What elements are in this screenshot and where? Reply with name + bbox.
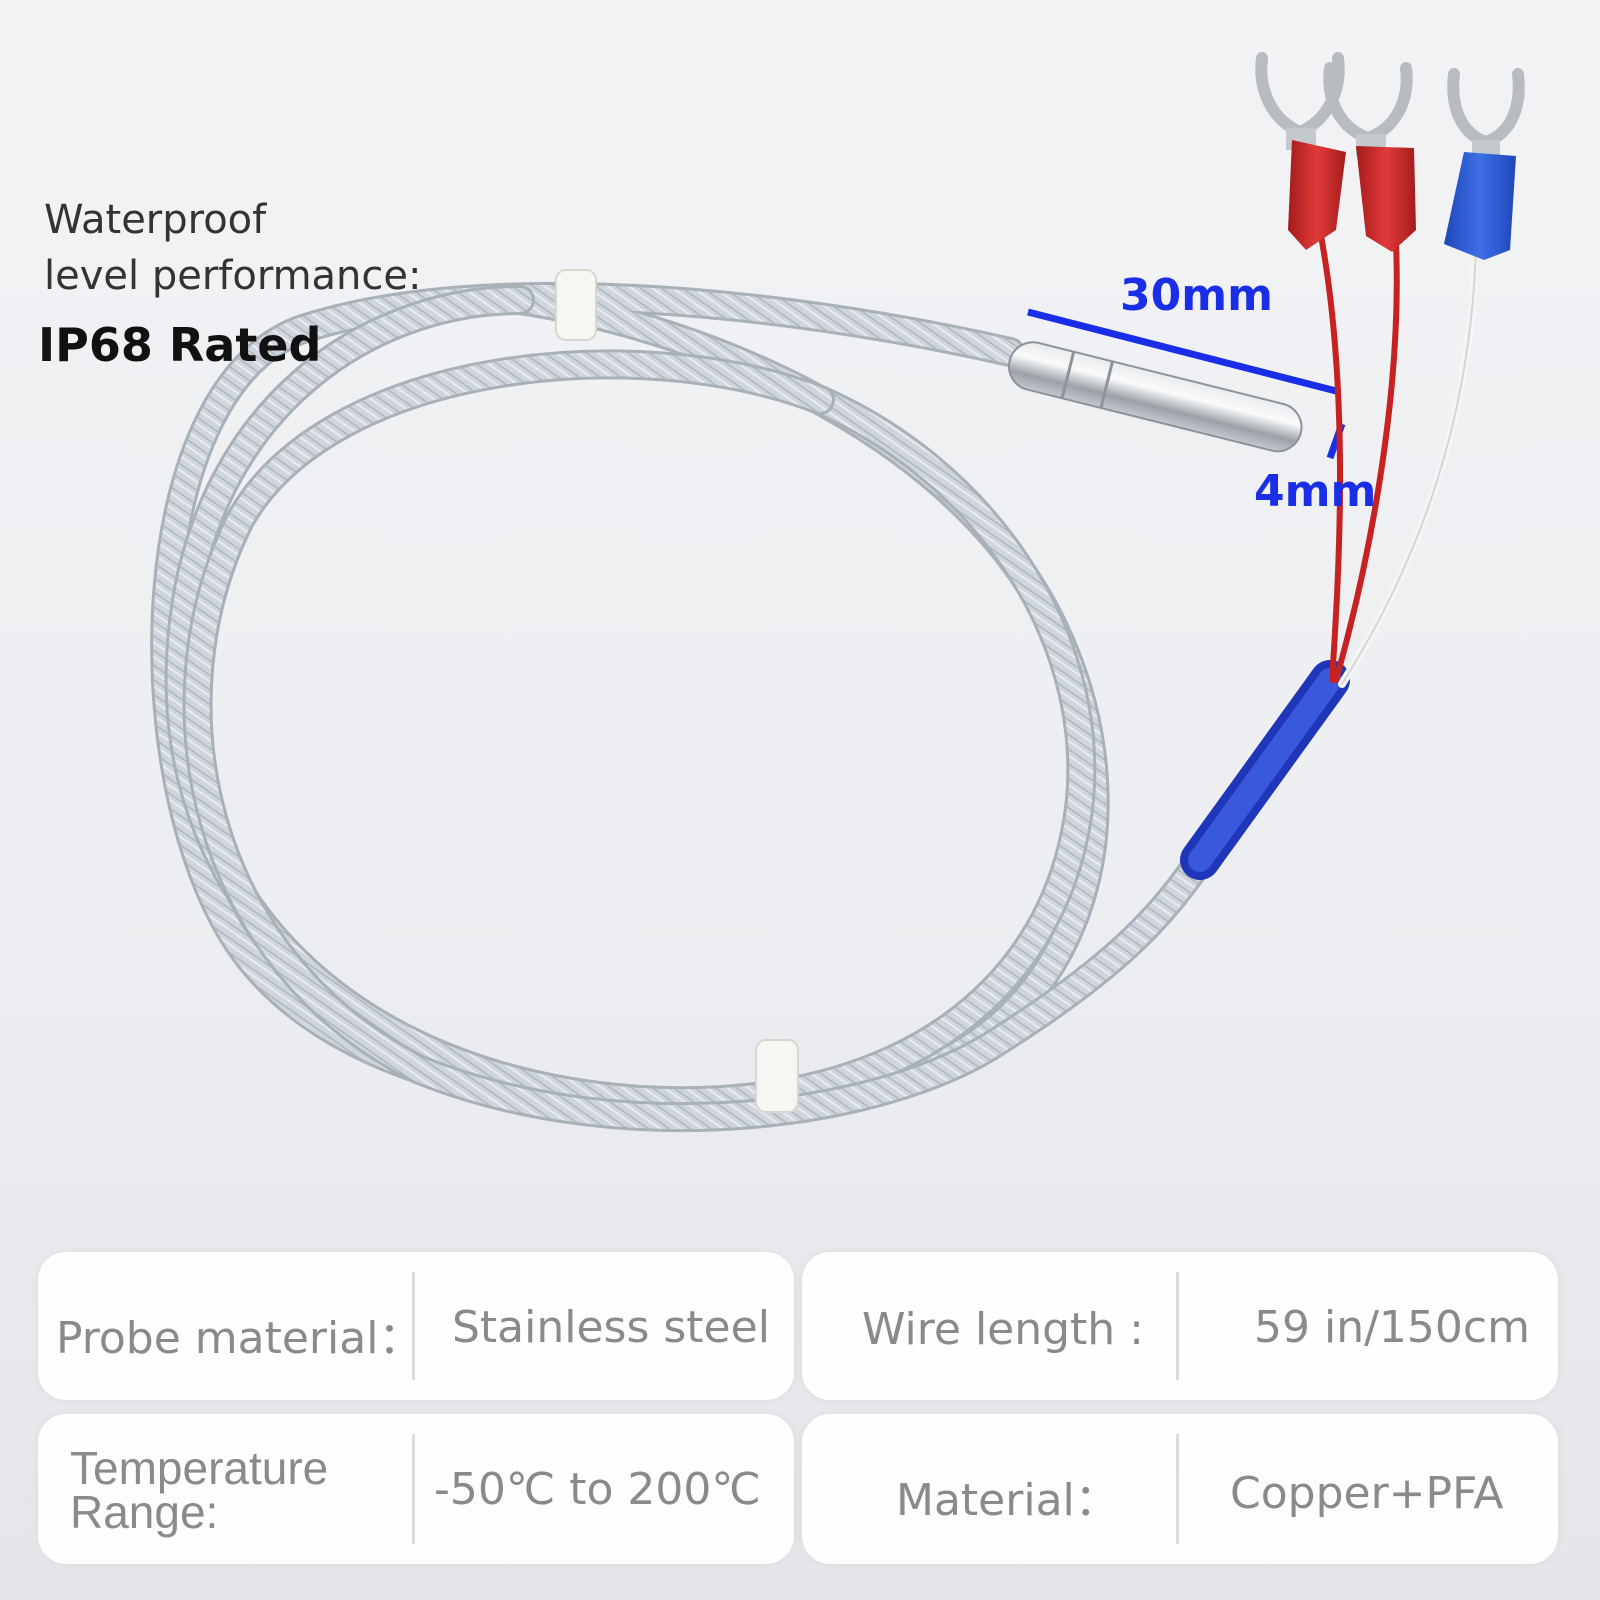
spec-card-material: Material： Copper+PFA — [802, 1414, 1558, 1564]
spec-divider — [412, 1272, 415, 1380]
spec-label: Material： — [896, 1475, 1119, 1526]
cable-tie-bottom — [755, 1039, 799, 1113]
cable-tie-top — [555, 269, 597, 341]
waterproof-text: Waterproof level performance: — [44, 192, 504, 304]
waterproof-line-1: Waterproof — [44, 197, 267, 243]
spec-divider — [1176, 1272, 1179, 1380]
red-fork-terminal-2 — [1323, 62, 1416, 252]
lead-wires — [1315, 217, 1480, 688]
spec-card-wire-length: Wire length : 59 in/150cm — [802, 1252, 1558, 1400]
dimension-label-length: 30mm — [1120, 270, 1273, 321]
spec-label: Probe material： — [56, 1313, 423, 1364]
blue-sleeve — [1180, 660, 1350, 880]
spec-label: Temperature Range: — [70, 1442, 329, 1538]
waterproof-line-2: level performance: — [44, 253, 422, 299]
blue-fork-terminal — [1444, 68, 1525, 260]
spec-card-temperature-range: Temperature Range: -50℃ to 200℃ — [38, 1414, 794, 1564]
spec-value: Copper+PFA — [1230, 1468, 1504, 1519]
dimension-line-30mm — [1027, 308, 1341, 396]
braided-cable-coil — [150, 281, 1215, 1133]
spec-card-probe-material: Probe material： Stainless steel — [38, 1252, 794, 1400]
stainless-probe — [1007, 341, 1303, 453]
spec-value: 59 in/150cm — [1254, 1302, 1530, 1353]
spec-label: Wire length : — [862, 1304, 1145, 1355]
spec-divider — [1176, 1434, 1179, 1544]
spec-value: Stainless steel — [452, 1302, 770, 1353]
spec-value: -50℃ to 200℃ — [434, 1464, 761, 1515]
dimension-label-diameter: 4mm — [1254, 466, 1377, 517]
spec-divider — [412, 1434, 415, 1544]
ip-rating: IP68 Rated — [38, 318, 322, 372]
red-fork-terminal-1 — [1255, 52, 1346, 250]
